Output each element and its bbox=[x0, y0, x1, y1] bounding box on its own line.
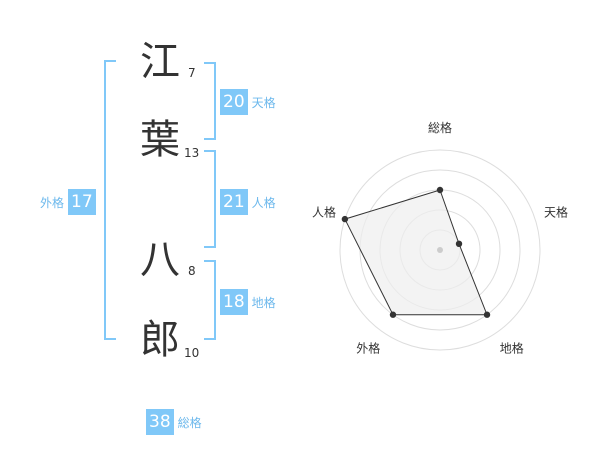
radar-axis-label-4: 外格 bbox=[356, 341, 380, 356]
jinkaku-value: 21 bbox=[220, 189, 248, 215]
radar-axis-label-3: 地格 bbox=[500, 341, 524, 356]
gaikaku-value: 17 bbox=[68, 189, 96, 215]
chikaku-badge: 18 地格 bbox=[220, 289, 276, 315]
chikaku-label: 地格 bbox=[251, 295, 276, 310]
tenkaku-label: 天格 bbox=[251, 95, 276, 110]
gaikaku-badge: 外格 17 bbox=[40, 189, 96, 215]
soukaku-value: 38 bbox=[146, 409, 174, 435]
name-char-2: 葉 bbox=[140, 117, 180, 163]
name-char-3: 八 bbox=[140, 237, 180, 283]
gaikaku-bracket bbox=[104, 60, 116, 340]
chikaku-value: 18 bbox=[220, 289, 248, 315]
name-char-2-strokes: 13 bbox=[184, 146, 200, 160]
name-char-4: 郎 bbox=[140, 317, 180, 363]
jinkaku-bracket bbox=[204, 150, 216, 248]
radar-area bbox=[344, 189, 488, 316]
radar-axis-label-1: 総格 bbox=[428, 120, 452, 135]
radar-point-1 bbox=[436, 186, 444, 194]
radar-axis-label-2: 天格 bbox=[544, 204, 568, 219]
tenkaku-badge: 20 天格 bbox=[220, 89, 276, 115]
radar-center-dot bbox=[437, 247, 443, 253]
radar-point-3 bbox=[483, 311, 491, 318]
chikaku-bracket bbox=[204, 260, 216, 340]
radar-points bbox=[341, 186, 491, 318]
jinkaku-label: 人格 bbox=[251, 195, 276, 210]
radar-point-2 bbox=[455, 240, 463, 248]
radar-point-5 bbox=[341, 215, 349, 223]
soukaku-badge: 38 総格 bbox=[146, 409, 202, 435]
name-char-4-strokes: 10 bbox=[184, 346, 200, 360]
jinkaku-badge: 21 人格 bbox=[220, 189, 276, 215]
tenkaku-bracket bbox=[204, 62, 216, 140]
name-char-1: 江 bbox=[140, 39, 180, 85]
gaikaku-label: 外格 bbox=[40, 195, 65, 210]
name-char-3-strokes: 8 bbox=[188, 264, 196, 278]
soukaku-label: 総格 bbox=[177, 415, 202, 430]
tenkaku-value: 20 bbox=[220, 89, 248, 115]
radar-point-4 bbox=[389, 311, 397, 318]
radar-ring-5 bbox=[339, 149, 541, 351]
radar-axis-label-5: 人格 bbox=[312, 204, 336, 219]
name-char-1-strokes: 7 bbox=[188, 66, 196, 80]
